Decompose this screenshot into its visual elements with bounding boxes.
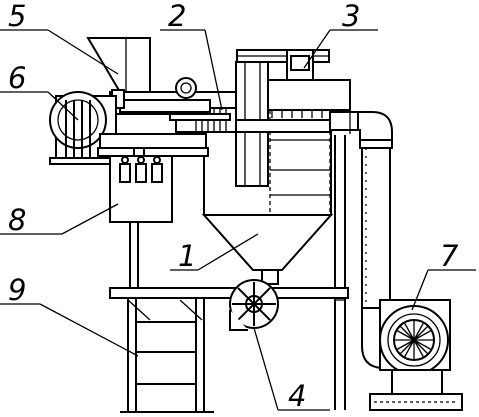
vessel-support (334, 135, 346, 410)
cyclone-vessel (201, 49, 351, 271)
label-8: 8 (8, 203, 26, 237)
label-4: 4 (288, 379, 306, 413)
feed-hopper (86, 37, 151, 109)
label-6: 6 (8, 61, 26, 95)
label-5: 5 (8, 0, 26, 33)
discharge-valve (229, 269, 279, 331)
label-7: 7 (440, 239, 459, 273)
label-9: 9 (8, 273, 26, 307)
control-cabinet (109, 147, 173, 223)
label-3: 3 (342, 0, 360, 33)
upper-frame (97, 133, 209, 290)
label-2: 2 (168, 0, 186, 33)
leader-lines (0, 29, 476, 411)
feed-duct (109, 77, 237, 133)
platform-ladder (109, 287, 349, 413)
exhaust-blower (369, 299, 463, 411)
callout-labels: 5 6 2 3 8 1 9 7 4 (8, 0, 459, 413)
label-1: 1 (178, 239, 196, 273)
